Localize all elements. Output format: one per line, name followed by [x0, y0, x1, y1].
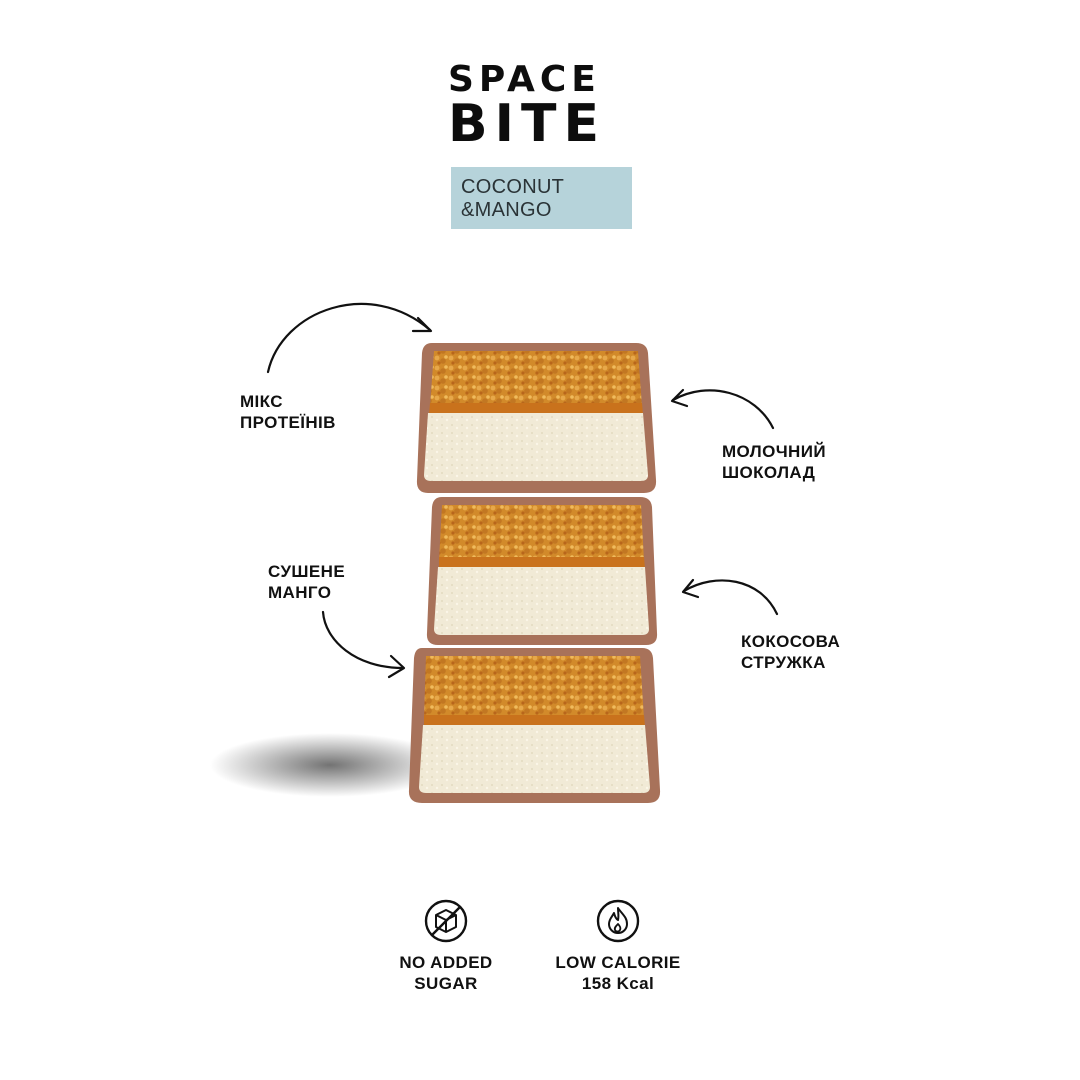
callout-coconut-flakes: КОКОСОВА СТРУЖКА: [741, 631, 840, 673]
badge-low-calorie-line-1: LOW CALORIE: [555, 953, 681, 972]
badge-no-added-sugar: NO ADDED SUGAR: [380, 898, 512, 994]
callout-coconut-flakes-line-2: СТРУЖКА: [741, 653, 826, 672]
callout-protein-mix: МІКС ПРОТЕЇНІВ: [240, 391, 336, 433]
callout-milk-chocolate-line-2: ШОКОЛАД: [722, 463, 816, 482]
bar-piece-middle: [426, 497, 658, 645]
badge-no-added-sugar-text: NO ADDED SUGAR: [380, 952, 512, 994]
badge-no-added-sugar-line-2: SUGAR: [414, 974, 478, 993]
product-shadow: [210, 733, 450, 797]
badge-no-added-sugar-line-1: NO ADDED: [399, 953, 493, 972]
badge-low-calorie-text: LOW CALORIE 158 Kcal: [544, 952, 692, 994]
callout-milk-chocolate: МОЛОЧНИЙ ШОКОЛАД: [722, 441, 826, 483]
badge-low-calorie-line-2: 158 Kcal: [581, 974, 655, 993]
arrow-dried-mango-icon: [321, 610, 405, 670]
arrow-milk-chocolate-icon: [671, 389, 775, 430]
brand-logo: SPACE BITE: [448, 59, 634, 154]
sugar-cube-crossed-icon: [424, 899, 468, 943]
arrow-coconut-flakes-icon: [682, 579, 779, 616]
callout-protein-mix-line-2: ПРОТЕЇНІВ: [240, 413, 336, 432]
badge-low-calorie: LOW CALORIE 158 Kcal: [544, 898, 692, 994]
flavor-line-1: COCONUT: [461, 176, 565, 198]
brand-logo-line-2: BITE: [448, 94, 606, 154]
callout-dried-mango-line-2: МАНГО: [268, 583, 332, 602]
bar-piece-bottom: [408, 648, 661, 803]
flame-icon: [596, 899, 640, 943]
arrow-protein-mix-icon: [266, 302, 432, 374]
callout-coconut-flakes-line-1: КОКОСОВА: [741, 632, 841, 651]
product-stack-image: [210, 343, 661, 803]
callout-milk-chocolate-line-1: МОЛОЧНИЙ: [722, 442, 826, 461]
callout-protein-mix-line-1: МІКС: [240, 392, 283, 411]
brand-logo-line-1: SPACE: [448, 59, 601, 100]
callout-dried-mango: СУШЕНЕ МАНГО: [268, 561, 345, 603]
bar-piece-top: [416, 343, 657, 493]
callout-dried-mango-line-1: СУШЕНЕ: [268, 562, 346, 581]
flavor-line-2: &MANGO: [461, 199, 552, 221]
flavor-label: COCONUT &MANGO: [451, 167, 632, 229]
